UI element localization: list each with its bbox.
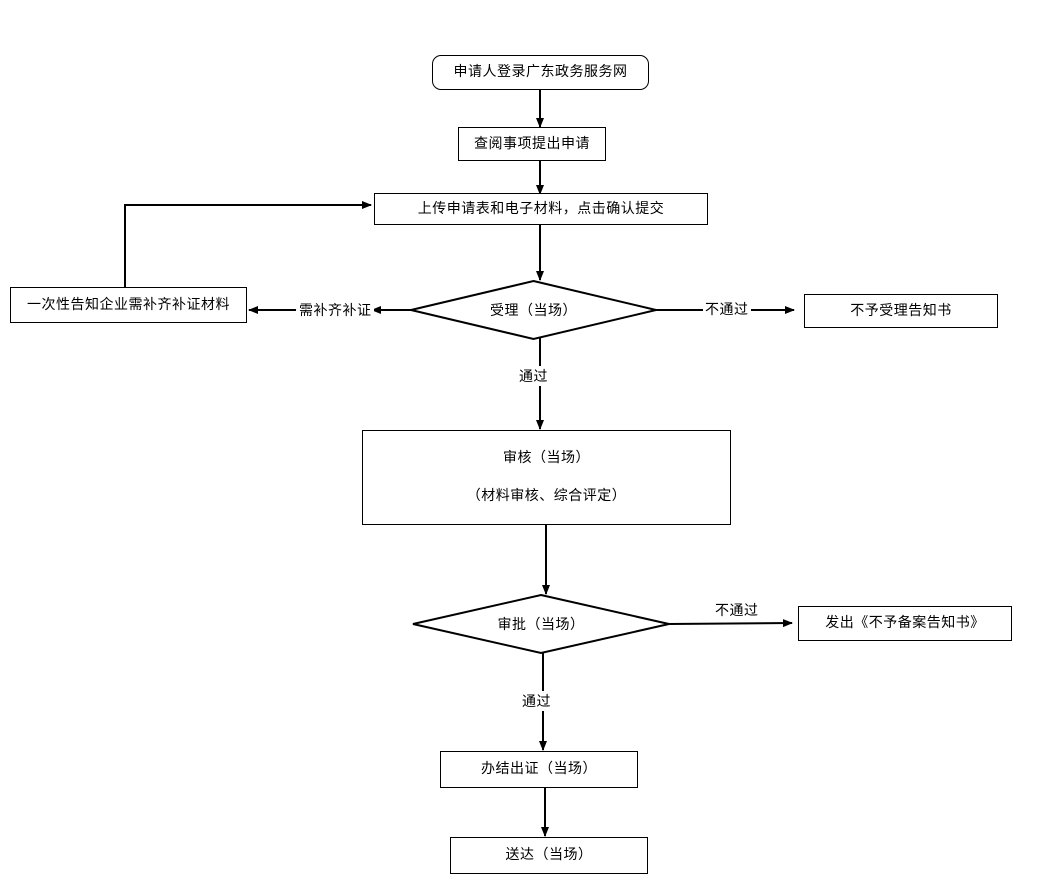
node-login[interactable]: 申请人登录广东政务服务网 <box>432 55 649 90</box>
edge-label-approve-pass: 通过 <box>520 691 553 711</box>
node-reject-acceptance-notice[interactable]: 不予受理告知书 <box>804 294 998 328</box>
node-upload-label: 上传申请表和电子材料，点击确认提交 <box>417 200 665 217</box>
node-login-label: 申请人登录广东政务服务网 <box>453 64 628 80</box>
node-accept-decision[interactable]: 受理（当场） <box>410 279 657 341</box>
node-reject-acceptance-notice-label: 不予受理告知书 <box>850 302 952 319</box>
node-issue-certificate[interactable]: 办结出证（当场） <box>440 751 638 788</box>
node-approve-label: 审批（当场） <box>497 617 585 633</box>
approve-diamond-shape <box>412 593 670 655</box>
node-deliver[interactable]: 送达（当场） <box>450 837 648 874</box>
node-deliver-label: 送达（当场） <box>505 847 593 863</box>
node-upload[interactable]: 上传申请表和电子材料，点击确认提交 <box>374 193 708 225</box>
node-apply-label: 查阅事项提出申请 <box>474 135 590 152</box>
node-supplement-notice[interactable]: 一次性告知企业需补齐补证材料 <box>10 287 247 323</box>
node-reject-record-notice-label: 发出《不予备案告知书》 <box>825 615 985 631</box>
node-reject-record-notice[interactable]: 发出《不予备案告知书》 <box>798 606 1012 641</box>
node-accept-label: 受理（当场） <box>490 303 577 319</box>
node-approve-decision[interactable]: 审批（当场） <box>412 593 670 655</box>
edge-label-approve-fail: 不通过 <box>713 600 761 620</box>
edge-label-accept-fail: 不通过 <box>703 299 751 319</box>
node-review[interactable]: 审核（当场） （材料审核、综合评定） <box>362 430 731 525</box>
node-supplement-notice-label: 一次性告知企业需补齐补证材料 <box>27 296 230 313</box>
edge-label-need-supplement: 需补齐补证 <box>297 300 374 320</box>
edge-approve-to-reject-record <box>667 619 793 628</box>
node-review-label: 审核（当场） <box>503 450 590 466</box>
edge-label-accept-pass: 通过 <box>517 366 550 386</box>
node-review-sublabel: （材料审核、综合评定） <box>466 488 627 504</box>
accept-diamond-shape <box>410 279 657 341</box>
node-issue-certificate-label: 办结出证（当场） <box>481 761 597 777</box>
edge-supplement-feedback-loop <box>124 201 372 288</box>
node-apply[interactable]: 查阅事项提出申请 <box>458 127 606 161</box>
